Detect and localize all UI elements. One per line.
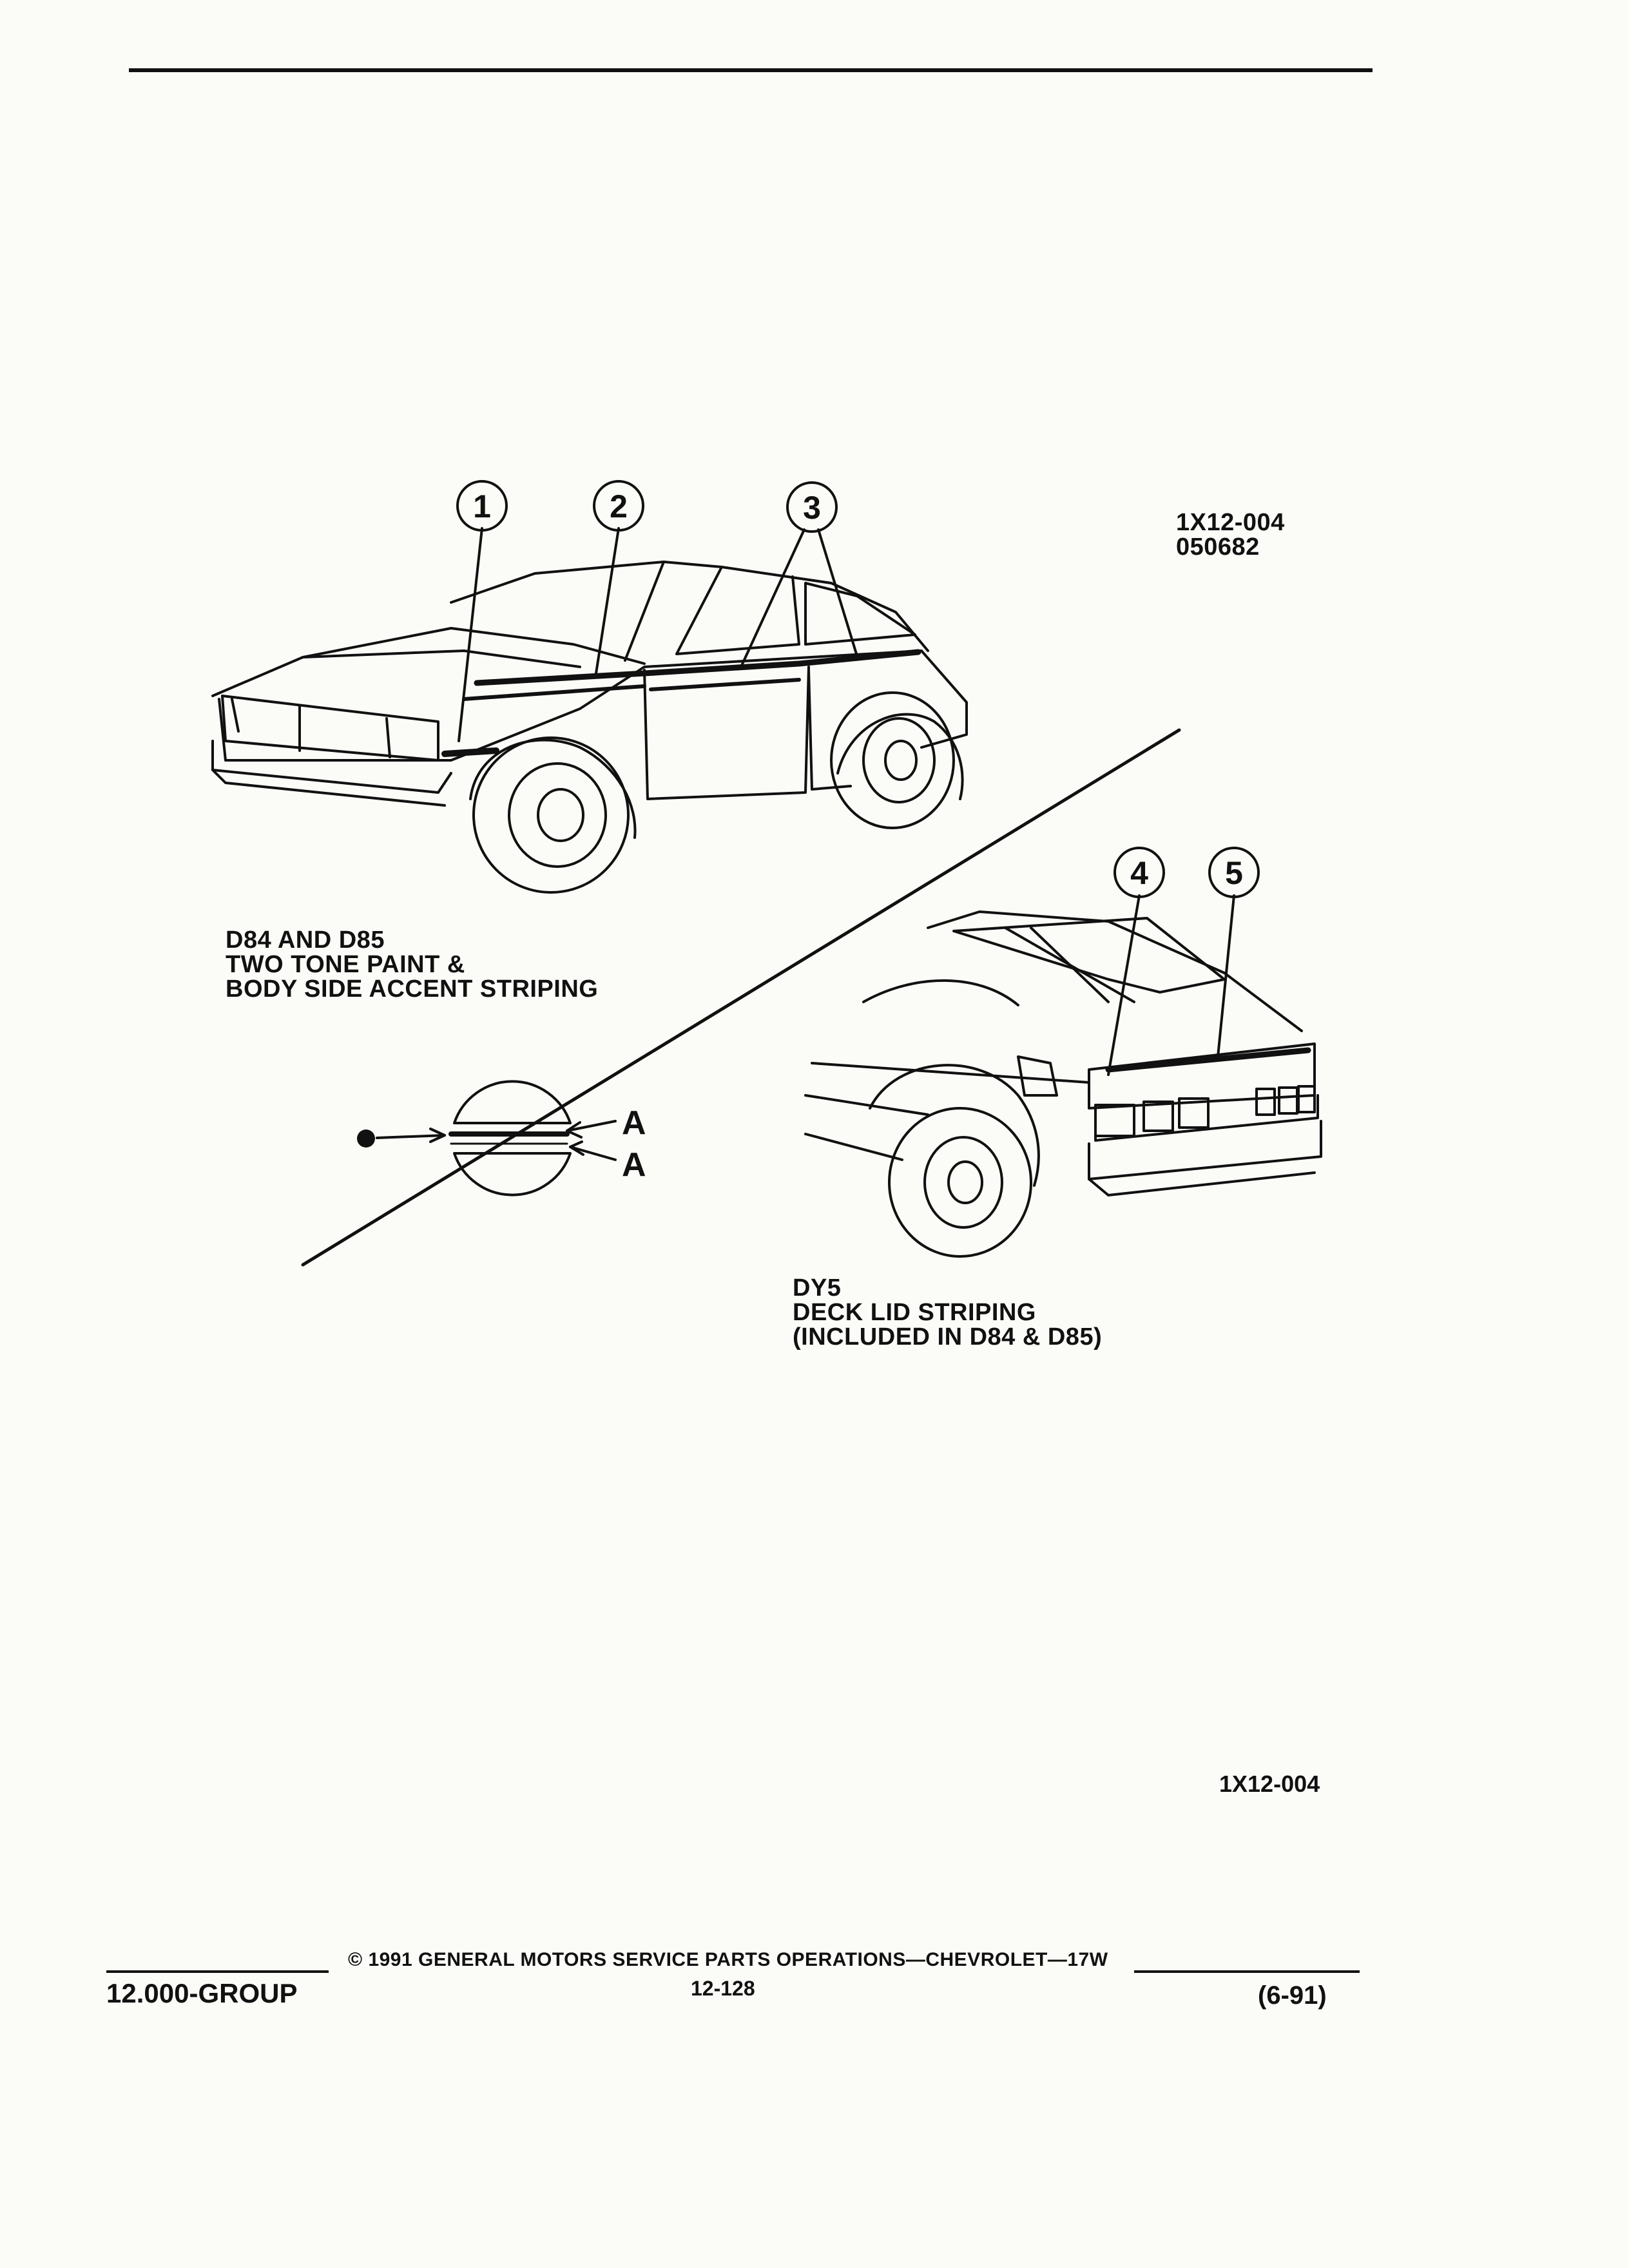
caption-dy5-line2: DECK LID STRIPING <box>793 1299 1036 1326</box>
figure-number: 1X12-004 <box>1219 1771 1320 1797</box>
callout-2: 2 <box>610 488 628 524</box>
reference-date: 050682 <box>1176 533 1260 561</box>
footer-revision: (6-91) <box>1258 1981 1327 2010</box>
stripe-detail <box>448 1080 572 1196</box>
callout-1: 1 <box>473 488 491 524</box>
rear-car-drawing <box>804 910 1322 1258</box>
callout-numbers: 1 2 3 4 5 <box>473 488 1243 891</box>
callout-5: 5 <box>1225 855 1243 891</box>
footer-copyright: © 1991 GENERAL MOTORS SERVICE PARTS OPER… <box>348 1949 1108 1970</box>
footer-group: 12.000-GROUP <box>106 1978 298 2008</box>
caption-dy5-line3: (INCLUDED IN D84 & D85) <box>793 1323 1103 1350</box>
caption-d84-line2: TWO TONE PAINT & <box>226 951 465 978</box>
footer-rule-left <box>106 1970 329 1973</box>
reference-code: 1X12-004 <box>1176 509 1285 536</box>
detail-label-a-upper: A <box>622 1104 646 1142</box>
caption-d84-d85: D84 AND D85 TWO TONE PAINT & BODY SIDE A… <box>226 928 598 1001</box>
detail-label-a-lower: A <box>622 1146 646 1184</box>
top-rule <box>129 68 1373 72</box>
caption-dy5-line1: DY5 <box>793 1274 842 1302</box>
caption-dy5: DY5 DECK LID STRIPING (INCLUDED IN D84 &… <box>793 1276 1102 1349</box>
reference-block: 1X12-004 050682 <box>1176 510 1285 559</box>
callout-4: 4 <box>1130 855 1148 891</box>
caption-d84-line1: D84 AND D85 <box>226 927 385 954</box>
footer-page-number: 12-128 <box>691 1977 755 2000</box>
footer-rule-right <box>1134 1970 1360 1973</box>
front-car-drawing <box>211 561 968 894</box>
callout-3: 3 <box>803 490 821 526</box>
divider-line <box>301 728 1181 1267</box>
caption-d84-line3: BODY SIDE ACCENT STRIPING <box>226 975 599 1003</box>
